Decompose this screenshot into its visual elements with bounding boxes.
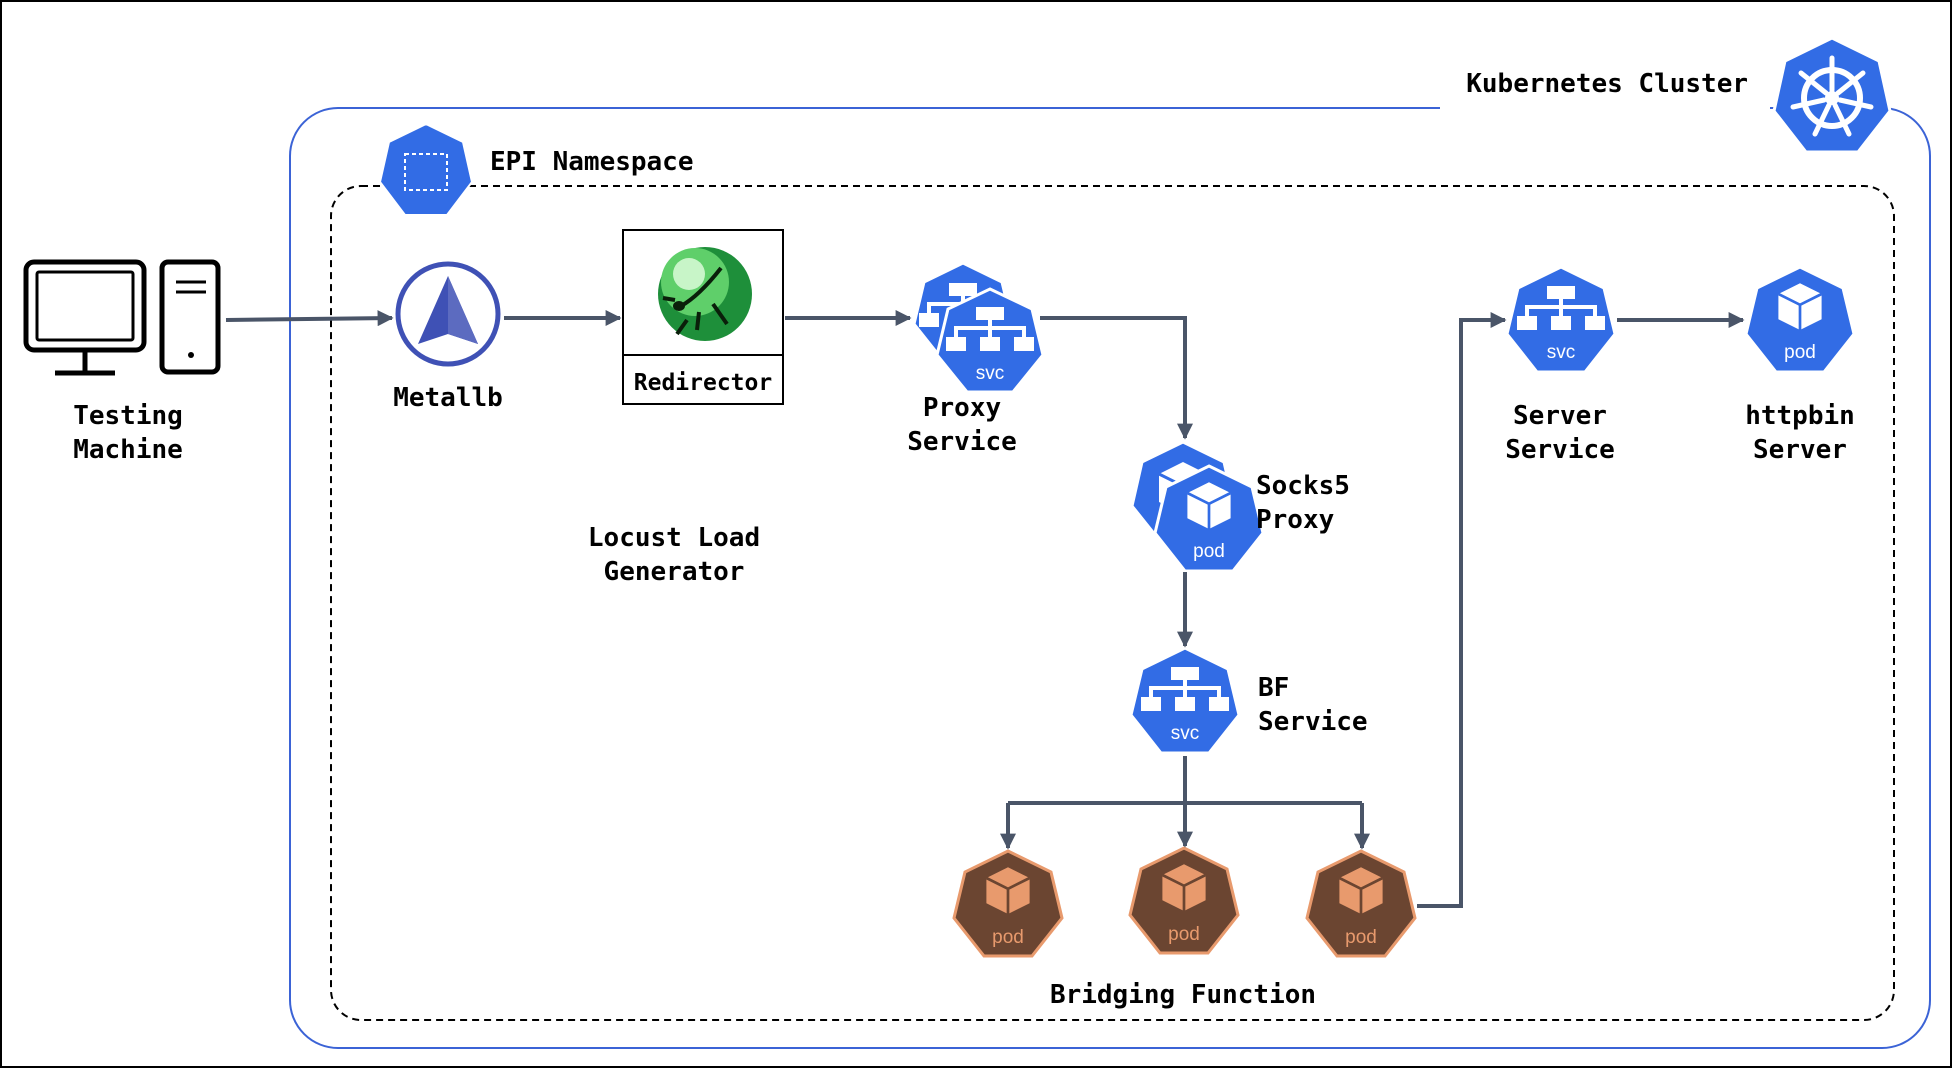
socks5-proxy-label-1: Socks5 <box>1256 471 1350 501</box>
httpbin-label-1: httpbin <box>1745 401 1855 431</box>
proxy-service-badge: svc <box>976 363 1005 384</box>
arrow-testing-to-metallb <box>225 310 394 327</box>
arrow-proxy-to-socks5 <box>1040 316 1193 440</box>
testing-machine-label-2: Machine <box>73 435 183 465</box>
cluster-title: Kubernetes Cluster <box>1466 69 1748 99</box>
socks5-proxy-label-2: Proxy <box>1256 505 1334 535</box>
bridging-function-label: Bridging Function <box>1050 980 1316 1010</box>
namespace-boundary <box>330 185 1895 1021</box>
kubernetes-helm-icon <box>1772 36 1892 154</box>
bridging-pod-2-icon: pod <box>1128 846 1240 955</box>
connectors <box>225 310 1745 908</box>
locust-label-1: Locust Load <box>588 523 760 553</box>
bf-service-label-2: Service <box>1258 707 1368 737</box>
cluster-title-mask <box>1440 60 1770 120</box>
server-service-label-2: Service <box>1505 435 1615 465</box>
redirector-label: Redirector <box>634 370 772 396</box>
bridging-pod-3-icon: pod <box>1305 849 1417 958</box>
mosquitto-icon <box>658 247 752 341</box>
httpbin-label-2: Server <box>1753 435 1847 465</box>
server-service-label-1: Server <box>1513 401 1607 431</box>
bridging-pod-1-badge: pod <box>992 927 1024 948</box>
namespace-icon <box>378 122 474 216</box>
metallb-label: Metallb <box>393 383 503 413</box>
httpbin-pod-icon: pod <box>1744 265 1856 374</box>
bf-service-label-1: BF <box>1258 673 1289 703</box>
namespace-title: EPI Namespace <box>490 147 694 177</box>
proxy-service-icon: svc <box>935 287 1045 394</box>
proxy-service-label-2: Service <box>907 427 1017 457</box>
socks5-proxy-icon: pod <box>1153 464 1265 573</box>
cluster-boundary <box>289 107 1931 1049</box>
server-service-badge: svc <box>1547 342 1576 363</box>
server-service-icon: svc <box>1505 265 1617 374</box>
locust-label-2: Generator <box>604 557 745 587</box>
arrow-pod-3-to-server-service <box>1417 312 1507 908</box>
bridging-pod-1-icon: pod <box>952 849 1064 958</box>
bf-service-icon: svc <box>1129 646 1241 755</box>
bridging-pod-2-badge: pod <box>1168 924 1200 945</box>
proxy-service-label-1: Proxy <box>923 393 1001 423</box>
computer-icon <box>23 259 221 376</box>
testing-machine-label-1: Testing <box>73 401 183 431</box>
metallb-icon <box>395 261 501 367</box>
socks5-proxy-badge: pod <box>1193 541 1225 562</box>
bridging-pod-3-badge: pod <box>1345 927 1377 948</box>
httpbin-pod-badge: pod <box>1784 342 1816 363</box>
bf-service-badge: svc <box>1171 723 1200 744</box>
